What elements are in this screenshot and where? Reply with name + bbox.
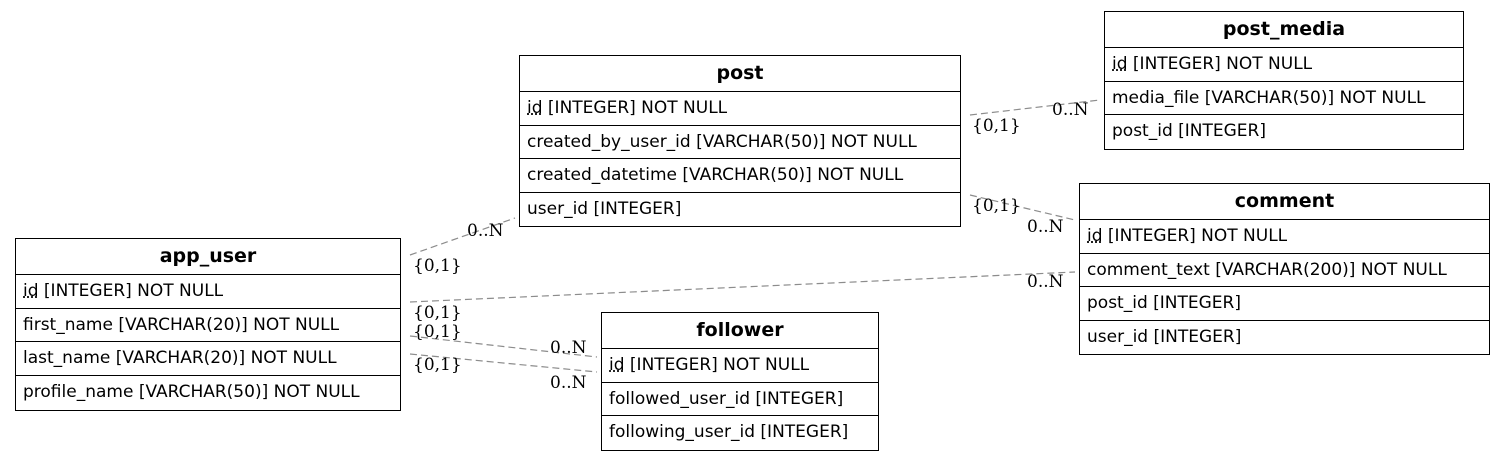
attribute-text: created_by_user_id [VARCHAR(50)] NOT NUL… [527,131,917,152]
attribute-row: following_user_id [INTEGER] [602,416,878,450]
relationship-line-app-user-post [409,217,516,256]
attribute-text: last_name [VARCHAR(20)] NOT NULL [23,348,337,368]
relationship-label-one: {0,1} [413,355,462,375]
attribute-text: user_id [INTEGER] [527,198,682,219]
relationship-label-many: 0..N [1052,100,1089,120]
relationship-label-many: 0..N [550,338,587,358]
entity-post[interactable]: post id [INTEGER] NOT NULL created_by_us… [519,55,961,227]
attribute-text: profile_name [VARCHAR(50)] NOT NULL [23,381,360,402]
entity-follower[interactable]: follower id [INTEGER] NOT NULL followed_… [601,312,879,451]
entity-title: post_media [1105,12,1463,48]
attribute-row: id [INTEGER] NOT NULL [1080,220,1489,254]
attribute-text: post_id [INTEGER] [1112,121,1266,141]
attribute-text: followed_user_id [INTEGER] [609,388,844,409]
attribute-text: media_file [VARCHAR(50)] NOT NULL [1112,87,1426,108]
primary-key: id [1112,54,1128,74]
relationship-label-many: 0..N [1027,217,1064,237]
attribute-row: last_name [VARCHAR(20)] NOT NULL [16,342,400,376]
attribute-text: comment_text [VARCHAR(200)] NOT NULL [1087,259,1447,280]
primary-key: id [1087,226,1103,246]
relationship-line-post-comment [969,194,1076,221]
relationship-label-many: 0..N [467,221,504,241]
relationship-line-app-user-follower-following [409,353,598,373]
attribute-row: id [INTEGER] NOT NULL [16,275,400,309]
attribute-row: profile_name [VARCHAR(50)] NOT NULL [16,376,400,410]
entity-title: app_user [16,239,400,275]
attribute-text: post_id [INTEGER] [1087,293,1241,313]
entity-post-media[interactable]: post_media id [INTEGER] NOT NULL media_f… [1104,11,1464,150]
attribute-text: [INTEGER] NOT NULL [1102,226,1288,246]
attribute-row: comment_text [VARCHAR(200)] NOT NULL [1080,254,1489,287]
attribute-row: post_id [INTEGER] [1080,287,1489,321]
attribute-text: [INTEGER] NOT NULL [1127,54,1313,74]
primary-key: id [23,281,39,301]
attribute-row: followed_user_id [INTEGER] [602,383,878,416]
relationship-label-many: 0..N [550,373,587,393]
attribute-text: [INTEGER] NOT NULL [542,98,728,118]
attribute-text: following_user_id [INTEGER] [609,422,849,442]
relationship-label-one: {0,1} [413,322,462,342]
attribute-row: id [INTEGER] NOT NULL [520,92,960,126]
relationship-label-one: {0,1} [413,256,462,276]
attribute-row: created_datetime [VARCHAR(50)] NOT NULL [520,159,960,193]
relationship-label-one: {0,1} [413,303,462,323]
attribute-text: [INTEGER] NOT NULL [38,281,224,301]
relationship-line-app-user-follower-followed [409,335,598,358]
primary-key: id [609,355,625,375]
attribute-row: id [INTEGER] NOT NULL [1105,48,1463,82]
relationship-label-one: {0,1} [972,116,1021,136]
attribute-row: created_by_user_id [VARCHAR(50)] NOT NUL… [520,126,960,159]
attribute-row: user_id [INTEGER] [1080,321,1489,355]
attribute-text: first_name [VARCHAR(20)] NOT NULL [23,314,340,335]
primary-key: id [527,98,543,118]
attribute-text: created_datetime [VARCHAR(50)] NOT NULL [527,165,904,185]
relationship-line-app-user-comment [409,271,1076,303]
entity-title: post [520,56,960,92]
attribute-text: [INTEGER] NOT NULL [624,355,810,375]
attribute-row: user_id [INTEGER] [520,193,960,227]
attribute-row: media_file [VARCHAR(50)] NOT NULL [1105,82,1463,115]
relationship-label-one: {0,1} [972,196,1021,216]
entity-title: comment [1080,184,1489,220]
entity-app-user[interactable]: app_user id [INTEGER] NOT NULL first_nam… [15,238,401,411]
attribute-text: user_id [INTEGER] [1087,326,1242,347]
entity-title: follower [602,313,878,349]
attribute-row: id [INTEGER] NOT NULL [602,349,878,383]
attribute-row: first_name [VARCHAR(20)] NOT NULL [16,309,400,342]
relationship-label-many: 0..N [1027,272,1064,292]
attribute-row: post_id [INTEGER] [1105,115,1463,149]
entity-comment[interactable]: comment id [INTEGER] NOT NULL comment_te… [1079,183,1490,355]
